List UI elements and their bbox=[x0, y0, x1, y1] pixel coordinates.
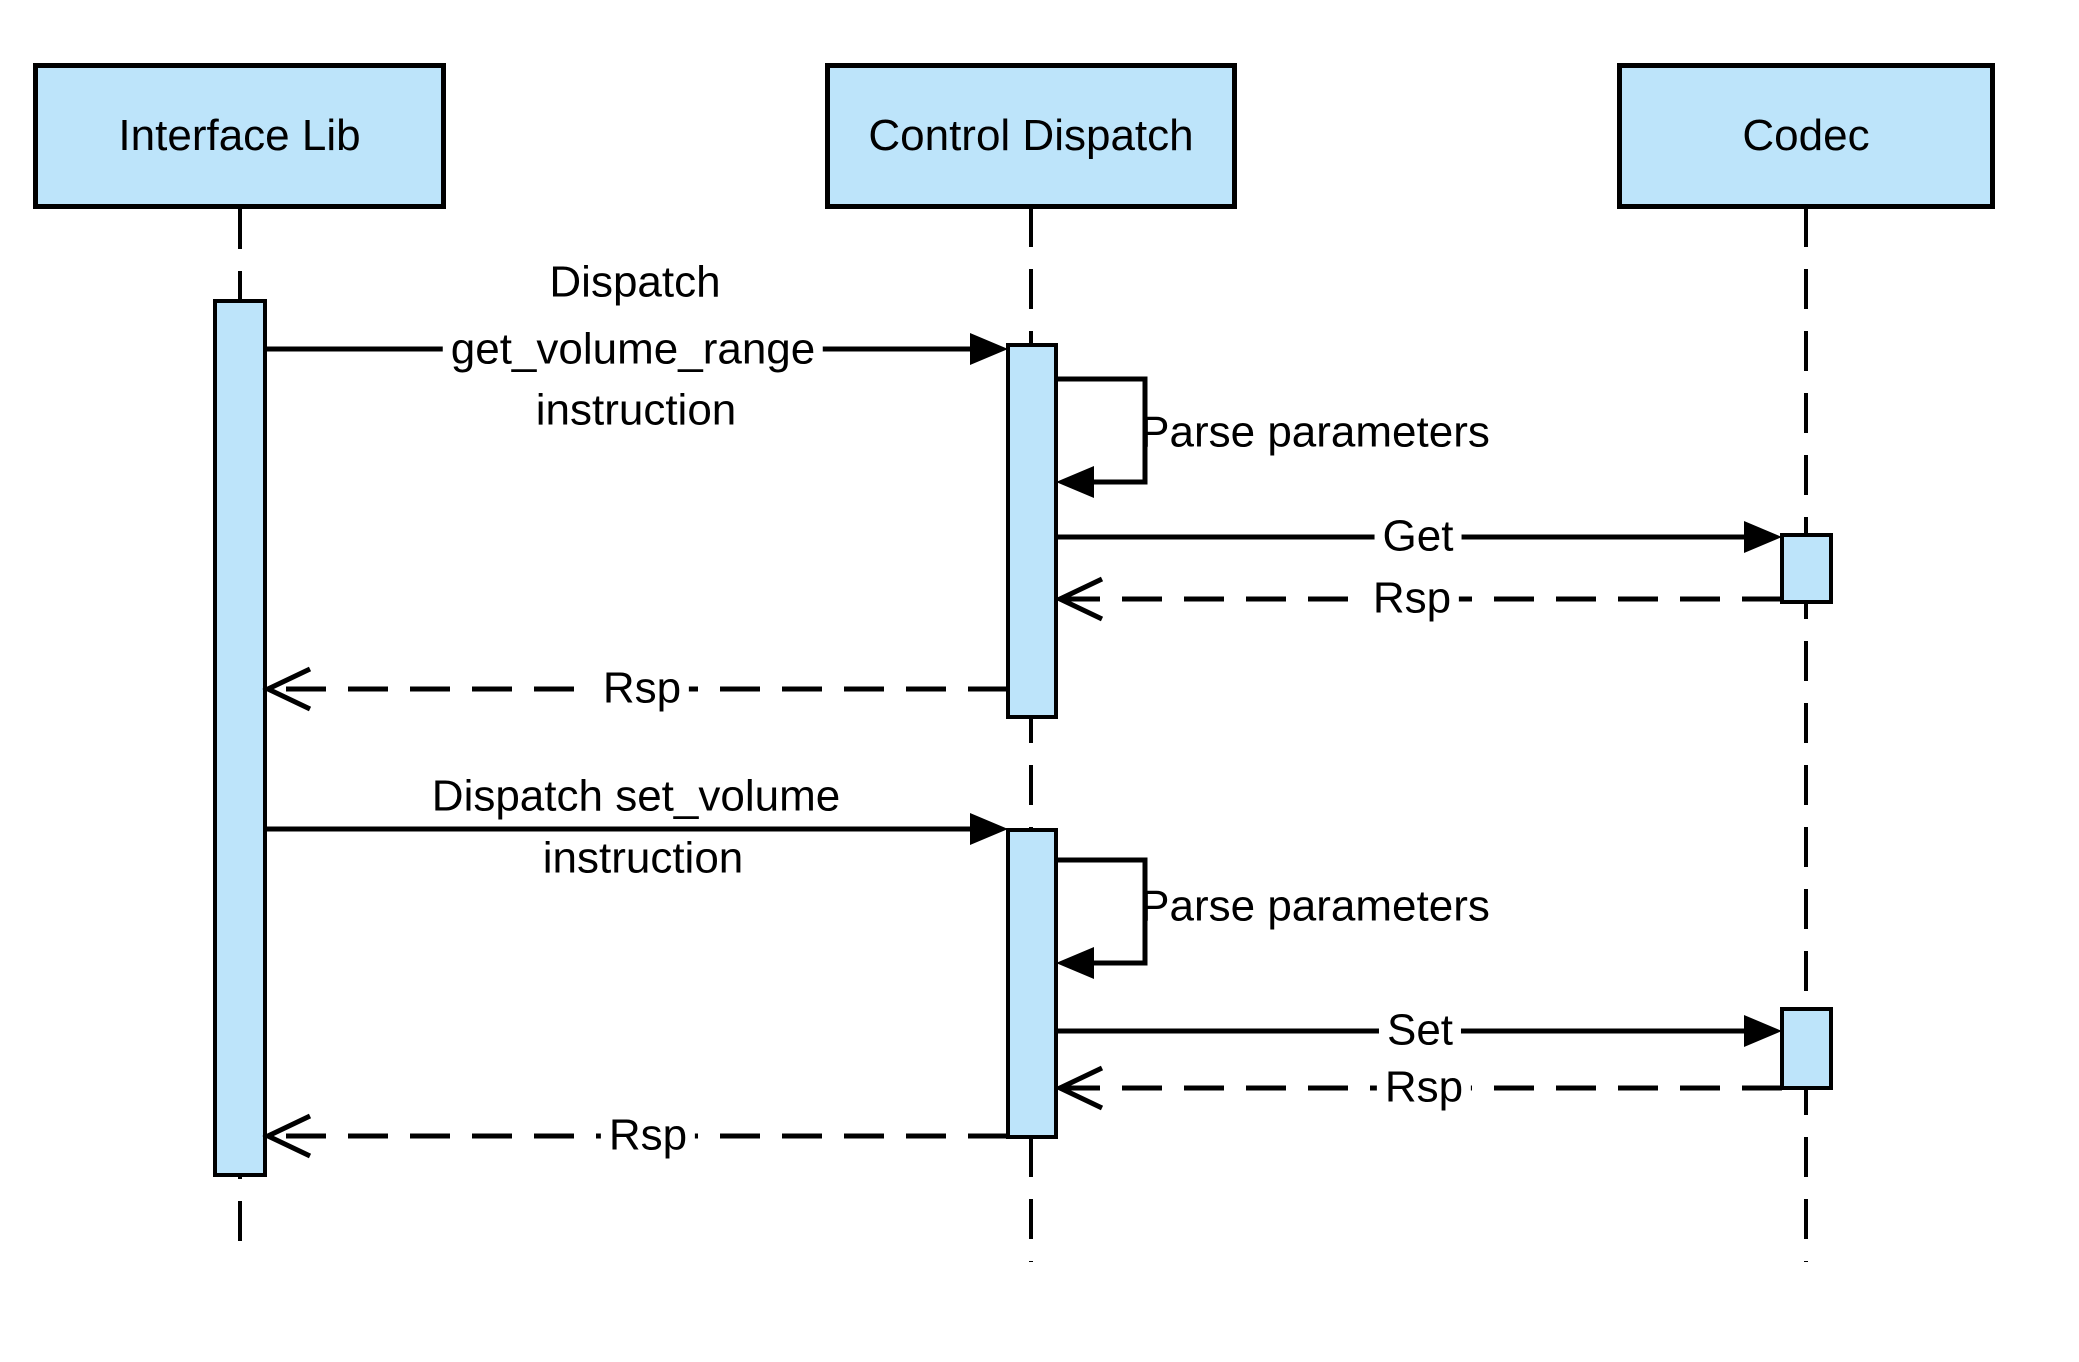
activation-bar-control-dispatch-2 bbox=[1006, 828, 1058, 1139]
arrowhead-message-9 bbox=[1054, 1065, 1104, 1111]
participant-box-interface-lib: Interface Lib bbox=[33, 63, 446, 209]
message-3-label: Get bbox=[1374, 509, 1462, 565]
activation-bar-codec-1 bbox=[1780, 533, 1833, 604]
message-5-label: Rsp bbox=[594, 661, 690, 717]
arrowhead-message-8 bbox=[1744, 1015, 1782, 1047]
message-10-label: Rsp bbox=[600, 1108, 696, 1164]
participant-label-codec: Codec bbox=[1742, 111, 1870, 160]
participant-box-codec: Codec bbox=[1617, 63, 1995, 209]
message-line-7-self-loop bbox=[1056, 857, 1148, 966]
participant-label-interface-lib: Interface Lib bbox=[118, 111, 361, 160]
message-8-label: Set bbox=[1378, 1003, 1462, 1059]
message-9-label: Rsp bbox=[1376, 1060, 1472, 1116]
activation-bar-interface-lib bbox=[213, 299, 267, 1177]
message-line-2-self-loop bbox=[1056, 376, 1148, 485]
participant-box-control-dispatch: Control Dispatch bbox=[825, 63, 1237, 209]
activation-bar-control-dispatch-1 bbox=[1006, 343, 1058, 719]
activation-bar-codec-2 bbox=[1780, 1007, 1833, 1090]
message-4-label: Rsp bbox=[1364, 571, 1460, 627]
arrowhead-message-1 bbox=[970, 333, 1008, 365]
participant-label-control-dispatch: Control Dispatch bbox=[868, 111, 1194, 160]
message-1-label-line-1: Dispatch bbox=[549, 257, 721, 307]
message-6-label-line-2: instruction bbox=[542, 833, 744, 883]
arrowhead-message-4 bbox=[1054, 576, 1104, 622]
arrowhead-message-5 bbox=[262, 666, 312, 712]
message-1-label-line-2: get_volume_range bbox=[442, 322, 824, 378]
arrowhead-message-6 bbox=[970, 813, 1008, 845]
arrowhead-message-10 bbox=[262, 1113, 312, 1159]
message-1-label-line-3: instruction bbox=[535, 385, 737, 435]
message-6-label-line-1: Dispatch set_volume bbox=[423, 769, 849, 825]
message-2-label: Parse parameters bbox=[1140, 407, 1490, 457]
arrowhead-message-2 bbox=[1056, 466, 1094, 498]
arrowhead-message-3 bbox=[1744, 521, 1782, 553]
message-7-label: Parse parameters bbox=[1140, 881, 1490, 931]
arrowhead-message-7 bbox=[1056, 947, 1094, 979]
